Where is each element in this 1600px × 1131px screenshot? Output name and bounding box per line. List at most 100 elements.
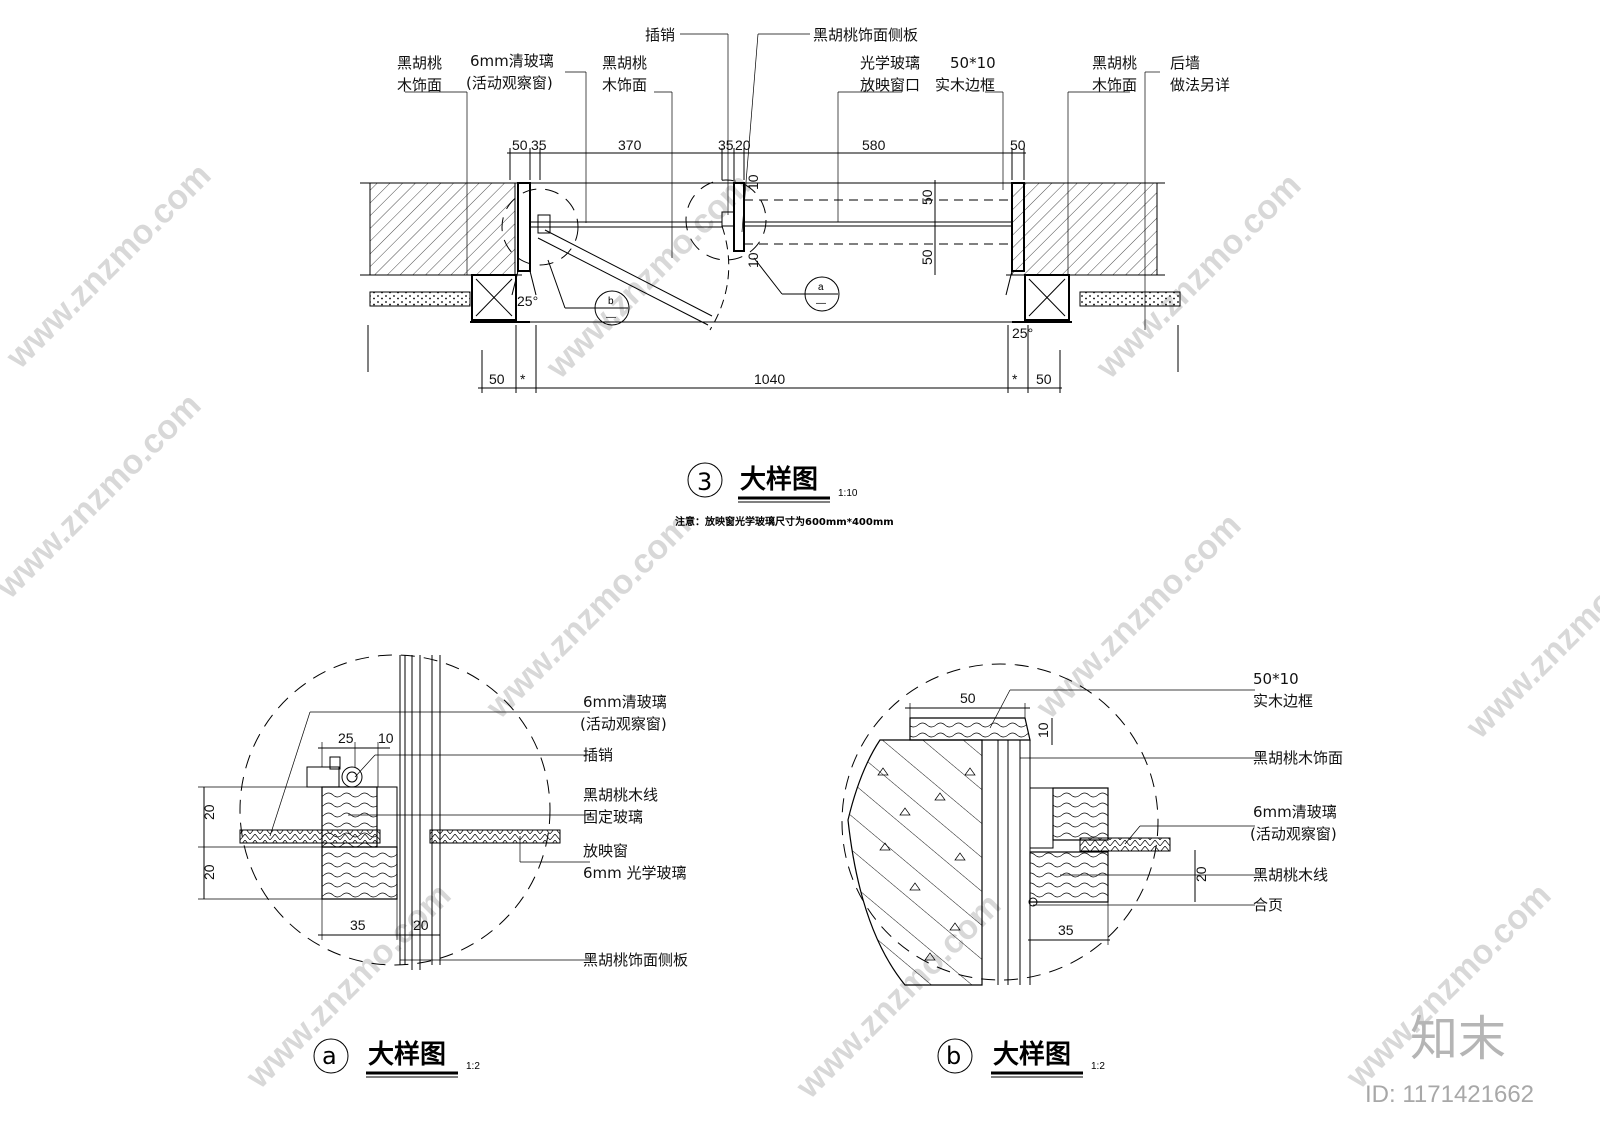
- watermark-text: www.znzmo.com: [0, 156, 218, 376]
- label-back-wall-2: 做法另详: [1170, 76, 1230, 94]
- label-a-proj-window-2: 6mm 光学玻璃: [583, 864, 687, 882]
- bubble-b-sheet: —: [606, 312, 616, 323]
- label-frame-50x10-2: 实木边框: [935, 76, 995, 94]
- bubble-a-letter: a: [818, 282, 824, 293]
- dim-bottom-star-right: *: [1012, 371, 1018, 387]
- main-detail-section: b — a — 50 35 370 35 20 580 50 50 50 10 …: [360, 26, 1230, 528]
- detail-b-letter-circle: [937, 1038, 973, 1074]
- label-b-frame: 50*10: [1253, 670, 1299, 688]
- label-walnut-face-left: 黑胡桃: [397, 54, 442, 72]
- walnut-molding-bottom: [321, 846, 398, 900]
- detail-b-title: 大样图: [993, 1039, 1071, 1070]
- label-a-glass: 6mm清玻璃: [583, 693, 667, 711]
- angle-left: 25°: [517, 293, 538, 309]
- label-b-glass: 6mm清玻璃: [1253, 803, 1337, 821]
- solid-wood-frame: [909, 717, 1031, 741]
- label-back-wall: 后墙: [1170, 54, 1200, 72]
- dim-side-10-a: 10: [745, 174, 761, 190]
- label-a-proj-window: 放映窗: [583, 842, 628, 860]
- box-right: [1024, 274, 1070, 321]
- dim-bottom-star-left: *: [520, 371, 526, 387]
- bubble-b-letter: b: [608, 296, 614, 307]
- detail-number-circle: [687, 462, 723, 498]
- dim-a-25: 25: [338, 730, 354, 746]
- detail-b-letter: b: [946, 1042, 961, 1070]
- b-molding-bottom: [1029, 851, 1109, 903]
- label-walnut-face-left-2: 木饰面: [397, 76, 442, 94]
- watermark-brand: 知末: [1410, 1011, 1506, 1067]
- dim-bottom-50-right: 50: [1036, 371, 1052, 387]
- detail-a-letter: a: [322, 1042, 337, 1070]
- dim-b-20: 20: [1193, 866, 1209, 882]
- label-optical-glass-2: 放映窗口: [860, 76, 920, 94]
- watermark-group: www.znzmo.com www.znzmo.com www.znzmo.co…: [0, 156, 1600, 1108]
- wall-left: [369, 182, 516, 276]
- dim-top-50-right: 50: [1010, 137, 1026, 153]
- detail-number: 3: [697, 468, 712, 496]
- box-left: [471, 274, 517, 321]
- angle-right: 25°: [1012, 325, 1033, 341]
- label-a-glass-2: (活动观察窗): [580, 715, 667, 733]
- label-a-molding-2: 固定玻璃: [583, 808, 643, 826]
- insulation-right: [1079, 291, 1181, 307]
- detail-title: 大样图: [740, 464, 818, 495]
- detail-a-section: 20 20 25 10 35 20 6mm清玻璃 (活动观察窗) 插销 黑胡桃木…: [198, 654, 688, 1078]
- watermark-text: www.znzmo.com: [0, 386, 208, 606]
- dim-top-35-left: 35: [531, 137, 547, 153]
- label-latch: 插销: [645, 26, 675, 44]
- detail-scale: 1:10: [838, 488, 858, 499]
- label-optical-glass: 光学玻璃: [860, 54, 920, 72]
- label-b-molding: 黑胡桃木线: [1253, 866, 1328, 884]
- dim-top-20: 20: [735, 137, 751, 153]
- watermark-id: ID: 1171421662: [1365, 1081, 1534, 1108]
- dim-top-35-mid: 35: [718, 137, 734, 153]
- label-b-walnut-face: 黑胡桃木饰面: [1253, 749, 1343, 767]
- label-walnut-face-mid: 黑胡桃: [602, 54, 647, 72]
- insulation-left: [369, 291, 471, 307]
- detail-a-title: 大样图: [368, 1039, 446, 1070]
- detail-a-scale: 1:2: [466, 1061, 480, 1072]
- detail-b-section: 50 10 20 35 50*10 实木边框 黑胡桃木饰面 6mm清玻璃 (活动…: [841, 663, 1343, 1078]
- wall-right: [1011, 182, 1158, 276]
- label-side-panel: 黑胡桃饰面侧板: [813, 26, 918, 44]
- label-walnut-face-right: 黑胡桃: [1092, 54, 1137, 72]
- dim-b-10: 10: [1035, 722, 1051, 738]
- glass-clear: [239, 829, 381, 844]
- detail-a-letter-circle: [313, 1038, 349, 1074]
- label-glass-6mm-left-2: (活动观察窗): [466, 74, 553, 92]
- dim-b-35: 35: [1058, 922, 1074, 938]
- detail-b-scale: 1:2: [1091, 1061, 1105, 1072]
- bubble-a-sheet: —: [816, 298, 826, 309]
- dim-side-50-a: 50: [919, 189, 935, 205]
- label-walnut-face-right-2: 木饰面: [1092, 76, 1137, 94]
- label-b-glass-2: (活动观察窗): [1250, 825, 1337, 843]
- dim-top-370: 370: [618, 137, 642, 153]
- label-glass-6mm-left: 6mm清玻璃: [470, 52, 554, 70]
- dim-bottom-50-left: 50: [489, 371, 505, 387]
- dim-a-20-bottom: 20: [201, 864, 217, 880]
- glass-optical: [429, 829, 561, 844]
- watermark-text: www.znzmo.com: [538, 166, 758, 386]
- detail-a-boundary: [239, 654, 551, 966]
- label-walnut-face-mid-2: 木饰面: [602, 76, 647, 94]
- watermark-text: www.znzmo.com: [1028, 506, 1248, 726]
- watermark-text: www.znzmo.com: [1458, 526, 1600, 746]
- detail-note: 注意：放映窗光学玻璃尺寸为600mm*400mm: [675, 515, 894, 528]
- dim-bottom-1040: 1040: [754, 371, 785, 387]
- label-b-hinge: 合页: [1253, 896, 1283, 914]
- b-glass: [1079, 837, 1171, 852]
- dim-b-50: 50: [960, 690, 976, 706]
- detail-b-boundary: [841, 663, 1159, 981]
- hinge-icon: [1028, 897, 1038, 907]
- label-a-side-panel: 黑胡桃饰面侧板: [583, 951, 688, 969]
- label-frame-50x10: 50*10: [950, 54, 996, 72]
- label-b-frame-2: 实木边框: [1253, 692, 1313, 710]
- dim-top-50-left: 50: [512, 137, 528, 153]
- label-a-latch: 插销: [583, 746, 613, 764]
- dim-a-10: 10: [378, 730, 394, 746]
- label-a-molding: 黑胡桃木线: [583, 786, 658, 804]
- dim-a-20: 20: [413, 917, 429, 933]
- dim-side-50-b: 50: [919, 249, 935, 265]
- dim-top-580: 580: [862, 137, 886, 153]
